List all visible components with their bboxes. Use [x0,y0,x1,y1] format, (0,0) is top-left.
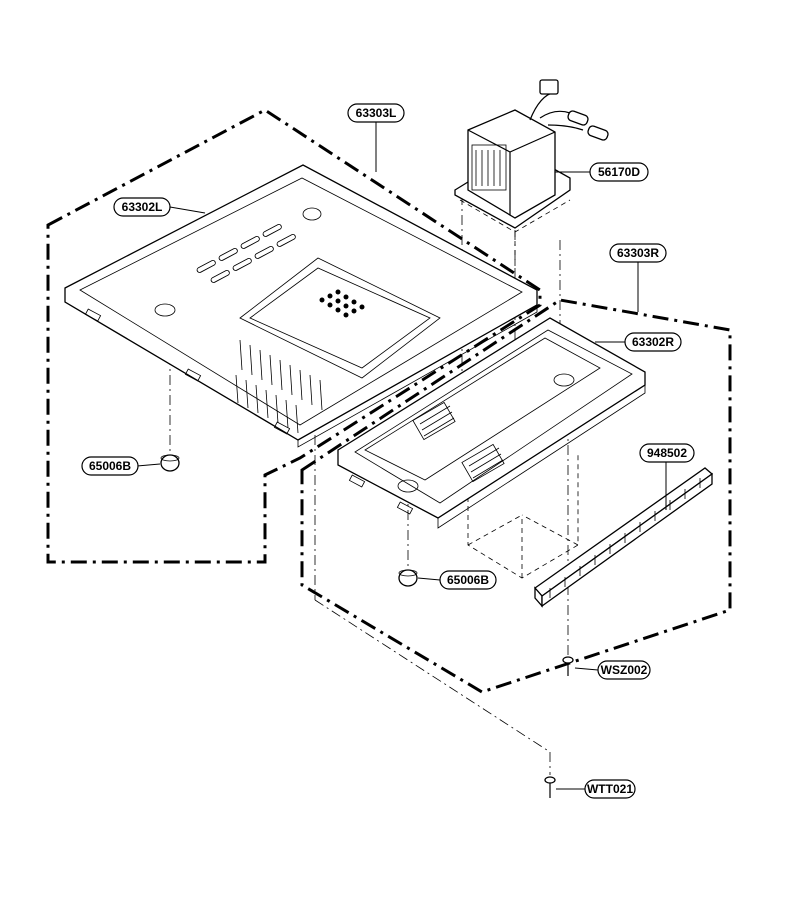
svg-text:63302R: 63302R [632,335,674,349]
vent-slots-top [196,223,296,283]
vent-grid-right-upper [412,401,456,441]
svg-text:56170D: 56170D [598,165,640,179]
callout-WSZ002: WSZ002 [597,660,651,680]
screw-wsz002 [562,656,574,676]
assembly-boundary-left [46,108,542,564]
svg-text:63303L: 63303L [356,106,397,120]
transformer [454,79,609,229]
svg-text:63303R: 63303R [617,246,659,260]
callout-WTT021: WTT021 [584,779,636,799]
svg-text:63302L: 63302L [122,200,163,214]
base-plate-right [337,317,646,529]
foot-left [160,454,180,472]
insulator-strip [534,467,714,608]
vent-grid-center [319,289,365,318]
screw-wtt021 [544,776,556,798]
callout-63302R: 63302R [624,332,682,352]
callout-63302L: 63302L [113,197,171,217]
svg-text:WTT021: WTT021 [587,782,633,796]
callout-65006B-right: 65006B [439,570,497,590]
callout-65006B-left: 65006B [81,456,139,476]
svg-text:65006B: 65006B [89,459,131,473]
foot-right [398,569,418,587]
assembly-boundary-right [300,298,732,694]
callout-948502: 948502 [639,443,695,463]
svg-text:65006B: 65006B [447,573,489,587]
callout-63303L: 63303L [347,103,405,123]
svg-text:948502: 948502 [647,446,687,460]
base-plate-left [64,164,538,448]
svg-text:WSZ002: WSZ002 [601,663,648,677]
side-louvers [235,339,323,434]
callout-63303R: 63303R [609,243,667,263]
callout-56170D: 56170D [589,162,649,182]
leader-lines [136,122,667,790]
vent-grid-right-lower [461,443,505,483]
